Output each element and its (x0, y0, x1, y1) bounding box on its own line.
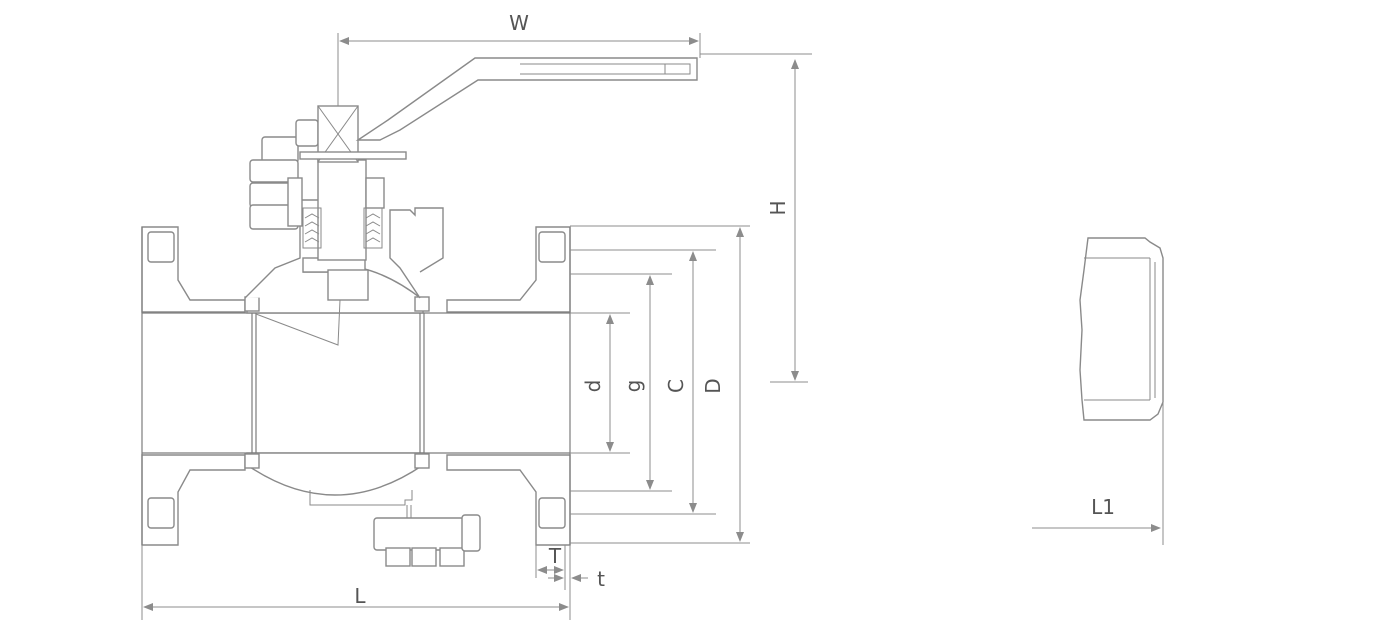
left-lower-bolt (147, 497, 175, 529)
dim-label-t: t (597, 567, 605, 591)
end-detail (1079, 237, 1164, 545)
handle-lever (355, 57, 698, 141)
seat-right-upper (414, 296, 430, 312)
dimension-h: H (700, 53, 812, 383)
dim-label-D: D (701, 378, 725, 393)
stem (317, 159, 367, 261)
dim-label-c: C (664, 379, 688, 393)
gland-bolts (249, 119, 385, 230)
valve-body (141, 57, 698, 567)
right-lower-bolt (538, 497, 566, 529)
dim-label-w: W (509, 11, 529, 35)
dimension-d-large: D (570, 225, 750, 544)
dim-label-g: g (621, 380, 645, 393)
dim-label-L1: L1 (1091, 495, 1115, 519)
dim-label-L: L (354, 584, 366, 608)
packing (302, 207, 383, 249)
right-upper-bolt (538, 231, 566, 263)
dim-label-h: H (766, 200, 790, 215)
dimension-l: L (141, 545, 571, 620)
dimension-l1: L1 (1032, 495, 1161, 532)
dimension-c: C (570, 249, 716, 515)
dimension-d-small: d (570, 312, 630, 454)
bottom-plug (309, 490, 481, 567)
seat-left-lower (244, 453, 260, 469)
dimension-t: T t (535, 544, 605, 591)
left-upper-bolt (147, 231, 175, 263)
dimension-g: g (570, 273, 672, 492)
dim-label-d: d (581, 380, 605, 393)
seat-left-upper (244, 296, 260, 312)
seat-right-lower (414, 453, 430, 469)
dim-label-T: T (548, 544, 562, 568)
